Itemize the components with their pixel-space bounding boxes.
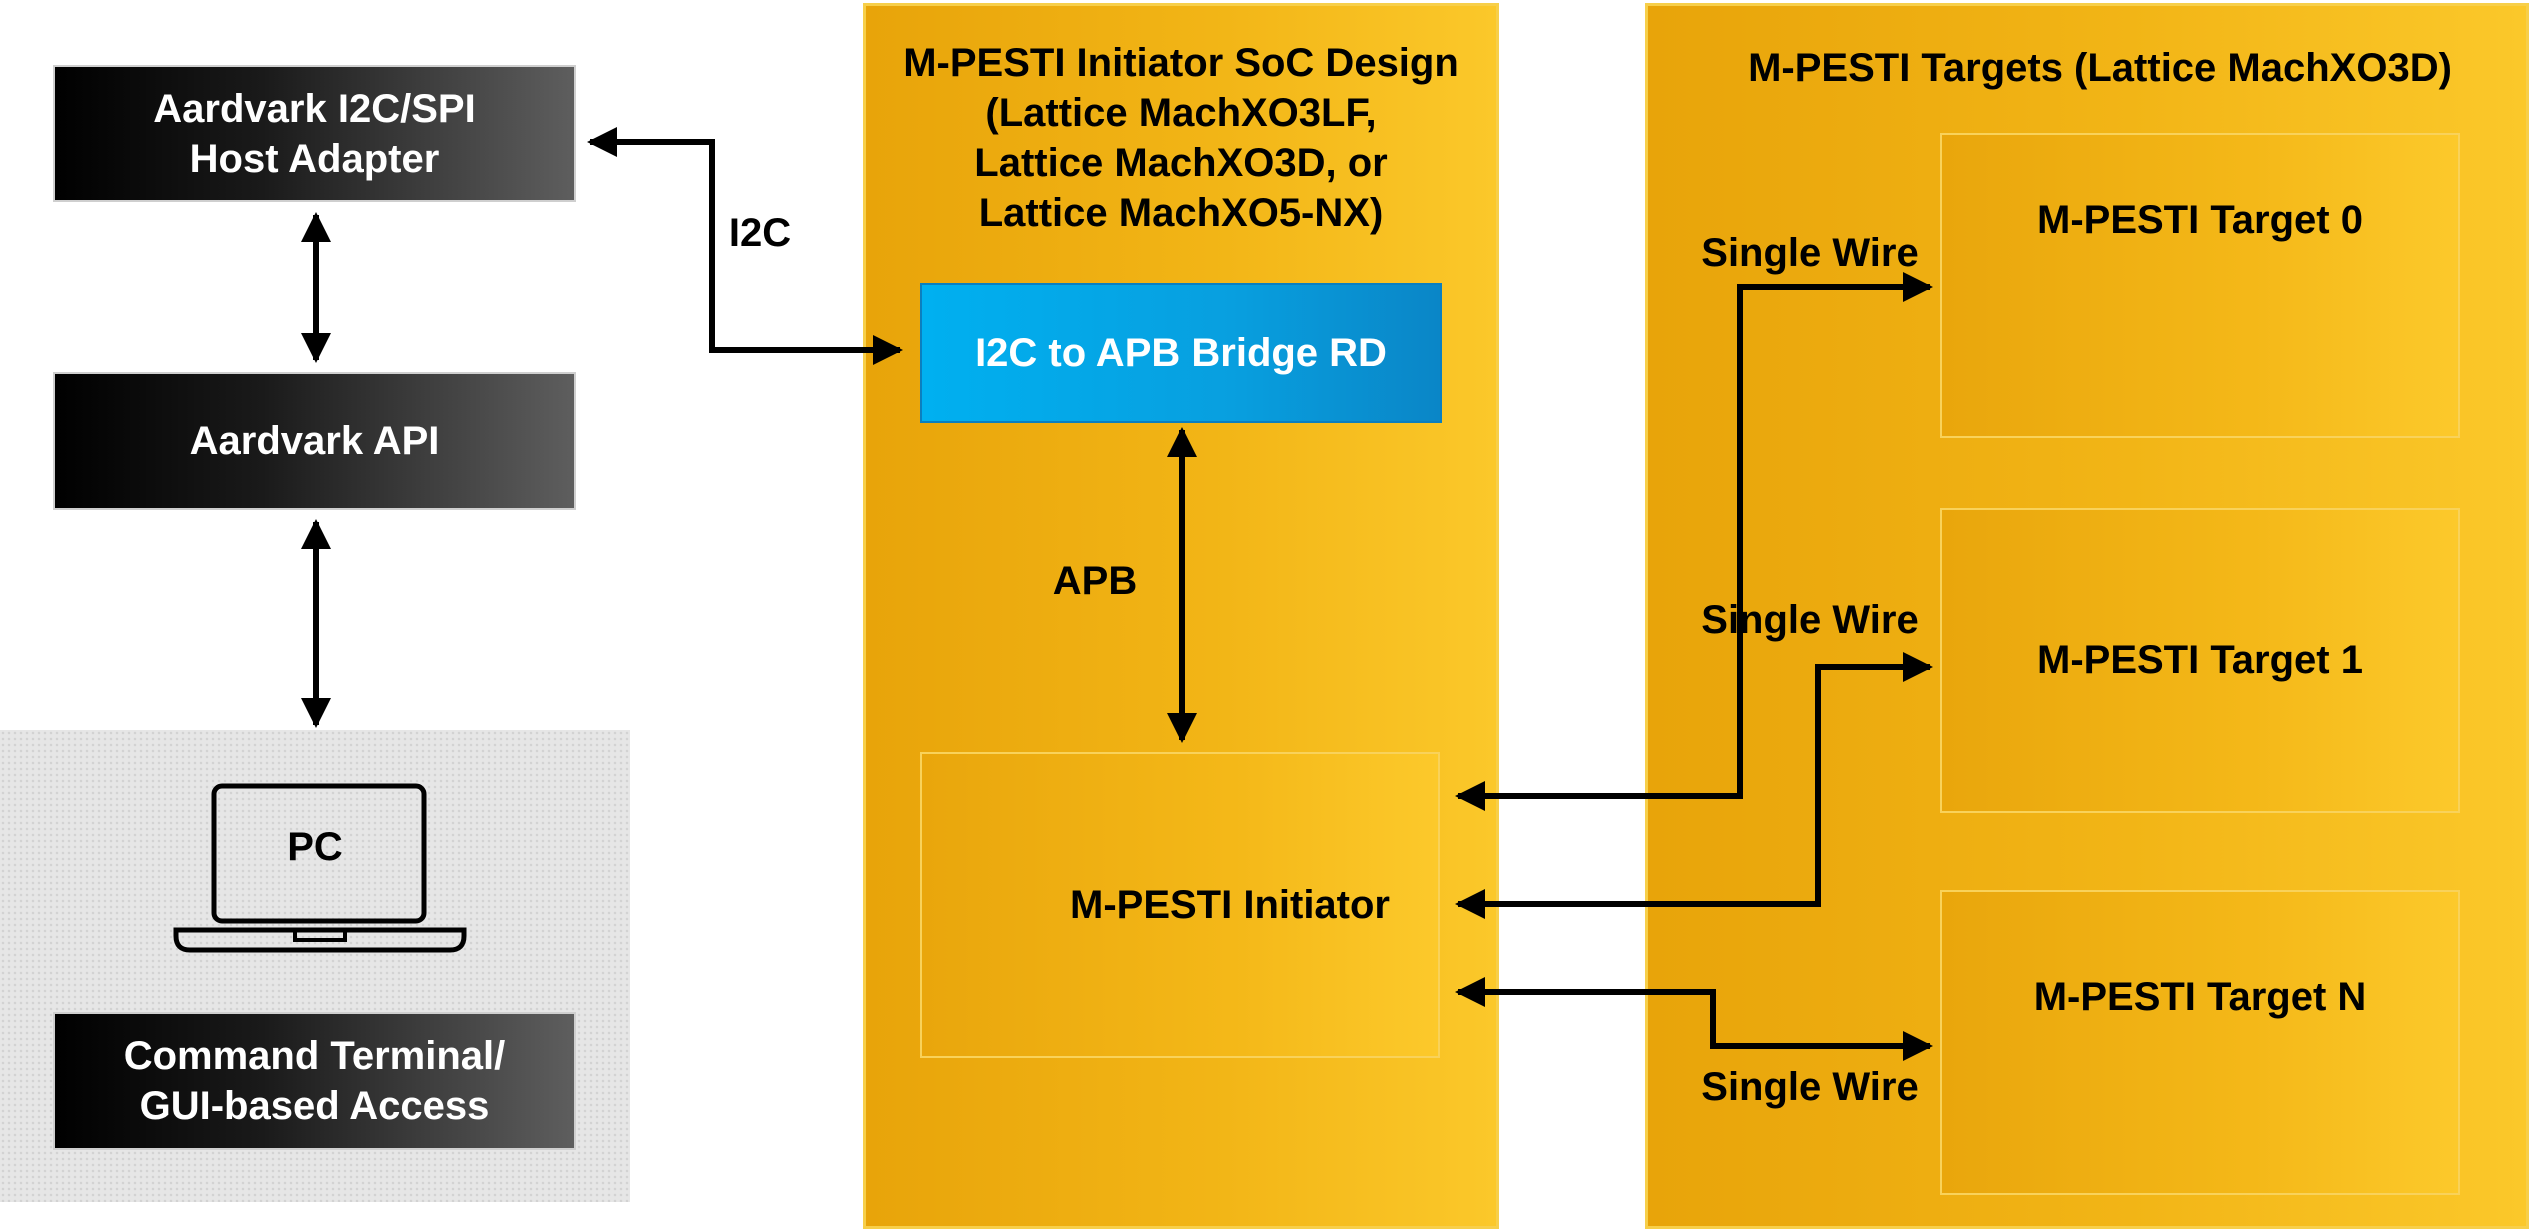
bridge-label: I2C to APB Bridge RD: [975, 330, 1387, 375]
target-1-label: M-PESTI Target 1: [2037, 638, 2363, 682]
arrow-i2c: [587, 127, 903, 365]
arrow-wire-1: [1455, 652, 1933, 919]
target-0-label: M-PESTI Target 0: [2037, 198, 2363, 242]
target-1-box: M-PESTI Target 1: [1940, 508, 2460, 813]
single-wire-label-n: Single Wire: [1701, 1065, 1919, 1109]
single-wire-label-0: Single Wire: [1701, 231, 1919, 275]
laptop-icon: [173, 783, 467, 953]
pc-label: PC: [287, 825, 343, 869]
aardvark-host-adapter-box: Aardvark I2C/SPI Host Adapter: [53, 65, 576, 202]
target-n-box: M-PESTI Target N: [1940, 890, 2460, 1195]
initiator-panel-title: M-PESTI Initiator SoC Design (Lattice Ma…: [903, 41, 1459, 235]
target-0-box: M-PESTI Target 0: [1940, 133, 2460, 438]
i2c-apb-bridge-box: I2C to APB Bridge RD: [920, 283, 1442, 423]
command-terminal-box: Command Terminal/ GUI-based Access: [53, 1012, 576, 1150]
initiator-label: M-PESTI Initiator: [1070, 882, 1390, 927]
mpesti-initiator-box: M-PESTI Initiator: [920, 752, 1440, 1058]
target-n-label: M-PESTI Target N: [2033, 975, 2367, 1019]
apb-label: APB: [1052, 559, 1138, 603]
targets-panel-title: M-PESTI Targets (Lattice MachXO3D): [1748, 46, 2452, 90]
arrow-wire-0: [1455, 272, 1933, 811]
aardvark-api-box: Aardvark API: [53, 372, 576, 510]
arrow-wire-n: [1455, 977, 1933, 1061]
